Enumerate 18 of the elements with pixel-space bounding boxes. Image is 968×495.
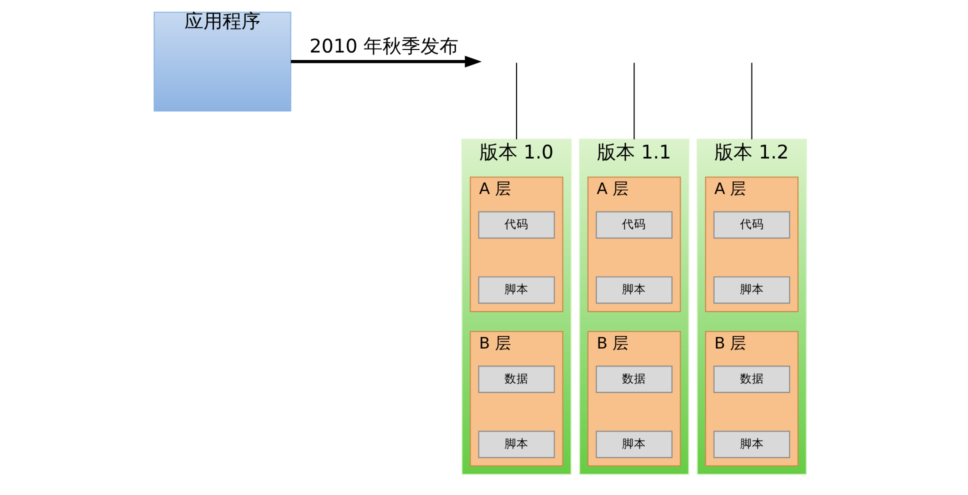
- node-box: 代码: [478, 211, 554, 239]
- connector: [516, 62, 517, 140]
- node-box: 代码: [595, 211, 672, 239]
- connector: [633, 62, 634, 140]
- node-box: 脚本: [478, 430, 554, 458]
- node-box: 脚本: [712, 276, 790, 304]
- node-box: 数据: [595, 366, 672, 393]
- node-box: 数据: [478, 366, 554, 393]
- node-box: 脚本: [595, 430, 672, 458]
- arrow: [290, 56, 482, 68]
- node-box: 数据: [712, 366, 790, 393]
- node-box: 脚本: [478, 276, 554, 304]
- connector: [750, 62, 752, 140]
- node-box: 代码: [712, 211, 790, 239]
- edge-label: 2010 年秋季发布: [308, 36, 458, 58]
- node-box: 应用程序: [153, 12, 291, 112]
- node-box: 脚本: [712, 430, 790, 458]
- node-box: 脚本: [595, 276, 672, 304]
